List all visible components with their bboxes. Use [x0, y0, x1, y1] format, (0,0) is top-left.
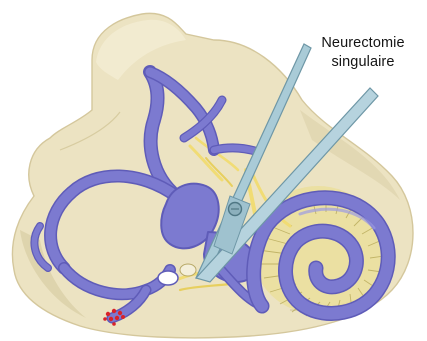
annotation-line-2: singulaire — [304, 53, 422, 72]
annotation-label: Neurectomie singulaire — [304, 34, 422, 72]
annotation-line-1: Neurectomie — [304, 34, 422, 53]
